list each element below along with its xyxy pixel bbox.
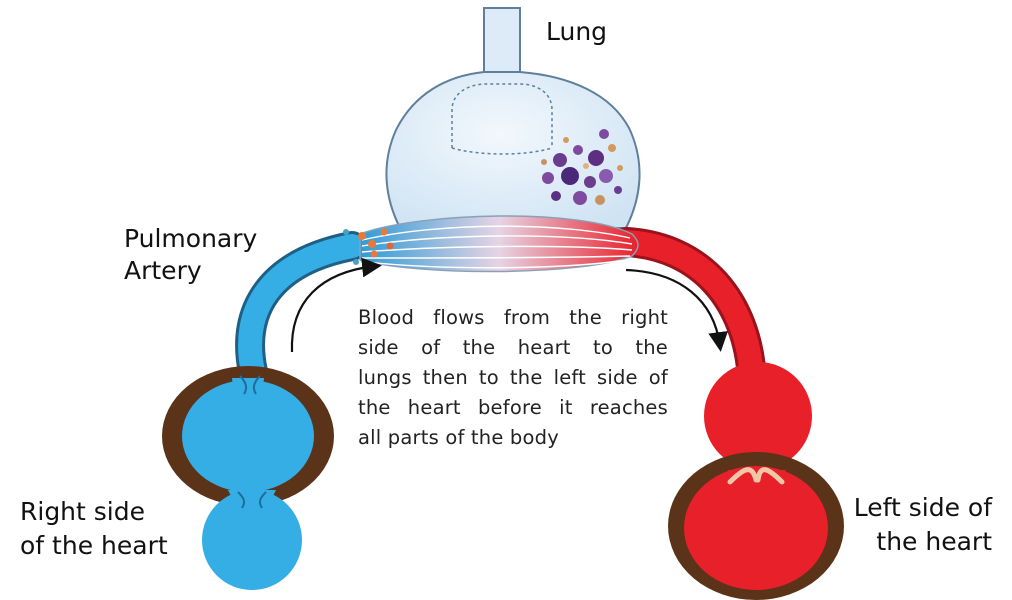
description-line-2: side of the heart to the [358, 333, 668, 363]
right-heart-chambers [162, 366, 334, 590]
pulmonary-artery-label-line2: Artery [124, 255, 202, 286]
airway-tube [484, 8, 520, 74]
flow-description: Blood flows from the right side of the h… [358, 303, 668, 453]
left-heart-label-line2: the heart [876, 526, 992, 557]
left-heart-chambers [668, 362, 844, 600]
description-line-5: all parts of the body [358, 423, 668, 453]
description-line-1: Blood flows from the right [358, 303, 668, 333]
capillary-bed [343, 216, 638, 272]
description-line-3: lungs then to the left side of [358, 363, 668, 393]
left-heart-label-line1: Left side of [854, 492, 992, 523]
right-heart-label-line1: Right side [20, 496, 145, 527]
description-line-4: the heart before it reaches [358, 393, 668, 423]
lung-label: Lung [546, 16, 607, 47]
pulmonary-artery-label-line1: Pulmonary [124, 223, 257, 254]
right-heart-label-line2: of the heart [20, 530, 168, 561]
